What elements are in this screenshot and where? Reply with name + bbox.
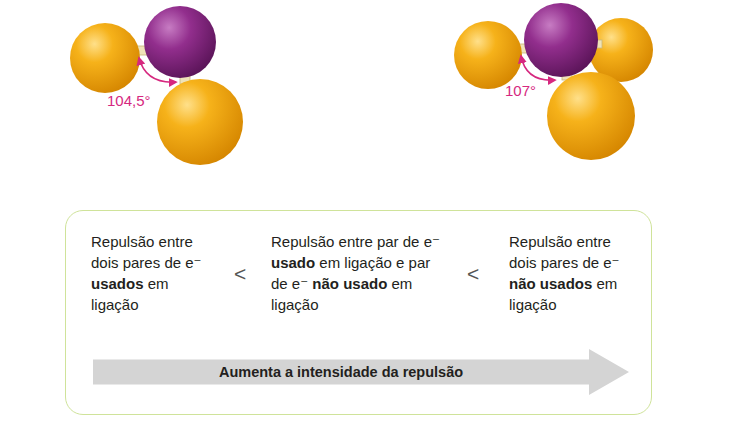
central-atom (144, 6, 216, 78)
central-atom (524, 3, 598, 77)
angle-arc (139, 58, 176, 82)
angle-label: 104,5° (107, 92, 151, 109)
statement-text: Repulsão entre par de e⁻ usado em ligaçã… (271, 231, 443, 315)
outer-atom (454, 21, 522, 89)
angle-arc (521, 56, 555, 80)
statement-text: Repulsão entre dois pares de e⁻ usados e… (91, 231, 211, 315)
outer-atom (157, 79, 243, 165)
less-than-sign: < (234, 263, 258, 284)
comparison-panel: Aumenta a intensidade da repulsão Repulsã… (65, 210, 652, 415)
less-than-sign: < (467, 263, 491, 284)
bent-molecule (70, 6, 243, 165)
direction-arrow: Aumenta a intensidade da repulsão (93, 349, 629, 395)
angle-label: 107° (505, 82, 536, 99)
outer-atom (589, 18, 653, 82)
pyramidal-molecule (454, 3, 653, 160)
statement-text: Repulsão entre dois pares de e⁻ não usad… (509, 231, 635, 315)
arrow-caption: Aumenta a intensidade da repulsão (93, 364, 589, 380)
outer-atom (70, 23, 140, 93)
outer-atom (547, 72, 635, 160)
arrow-body (93, 349, 629, 395)
